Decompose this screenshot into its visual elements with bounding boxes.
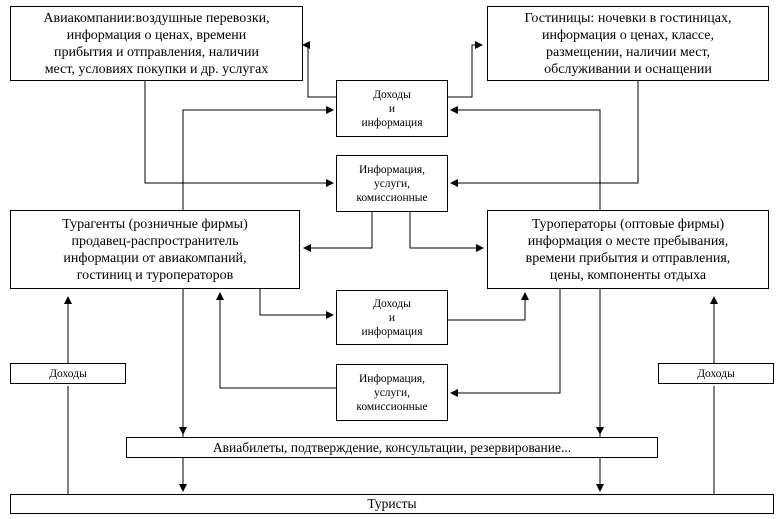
info-services-bottom-box: Информация, услуги, комиссионные	[336, 364, 448, 421]
airlines-box: Авиакомпании:воздушные перевозки, информ…	[10, 6, 303, 81]
income-left-box: Доходы	[10, 363, 126, 384]
info-services-top-box: Информация, услуги, комиссионные	[336, 155, 448, 212]
info-services-top-text: Информация, услуги, комиссионные	[356, 163, 428, 204]
tickets-text: Авиабилеты, подтверждение, консультации,…	[212, 439, 572, 455]
tourists-box: Туристы	[10, 494, 774, 514]
income-info-top-text: Доходы и информация	[361, 88, 423, 129]
tour-operators-box: Туроператоры (оптовые фирмы) информация …	[487, 210, 769, 289]
arrow-operators-to-info-bottom	[450, 289, 561, 397]
income-right-text: Доходы	[697, 367, 735, 380]
income-left-text: Доходы	[49, 367, 87, 380]
arrow-agents-to-income-bottom	[259, 289, 334, 319]
arrow-info-to-agents	[303, 212, 373, 252]
travel-agents-box: Турагенты (розничные фирмы) продавец-рас…	[10, 210, 300, 289]
arrow-operators-to-income-top	[450, 106, 601, 437]
income-right-box: Доходы	[658, 363, 774, 384]
arrow-agents-to-income-top	[182, 106, 334, 437]
airlines-text: Авиакомпании:воздушные перевозки, информ…	[43, 10, 270, 77]
info-services-bottom-text: Информация, услуги, комиссионные	[356, 372, 428, 413]
income-info-top-box: Доходы и информация	[336, 80, 448, 137]
hotels-text: Гостиницы: ночевки в гостиницах, информа…	[524, 10, 732, 77]
arrow-income-to-airlines	[302, 41, 336, 98]
arrow-info-bottom-to-agents	[216, 292, 336, 389]
tickets-box: Авиабилеты, подтверждение, консультации,…	[126, 437, 658, 458]
travel-agents-text: Турагенты (розничные фирмы) продавец-рас…	[62, 216, 248, 283]
tour-operators-text: Туроператоры (оптовые фирмы) информация …	[525, 216, 731, 283]
tourists-text: Туристы	[367, 496, 417, 511]
arrow-hotels-to-info	[450, 80, 639, 187]
hotels-box: Гостиницы: ночевки в гостиницах, информа…	[487, 6, 769, 81]
income-info-bottom-box: Доходы и информация	[336, 290, 448, 345]
income-info-bottom-text: Доходы и информация	[361, 297, 423, 338]
arrow-income-bottom-to-operators	[448, 292, 529, 321]
arrow-income-to-hotels	[448, 41, 483, 98]
arrow-info-to-operators	[409, 212, 484, 252]
arrow-airlines-to-info	[144, 80, 334, 187]
